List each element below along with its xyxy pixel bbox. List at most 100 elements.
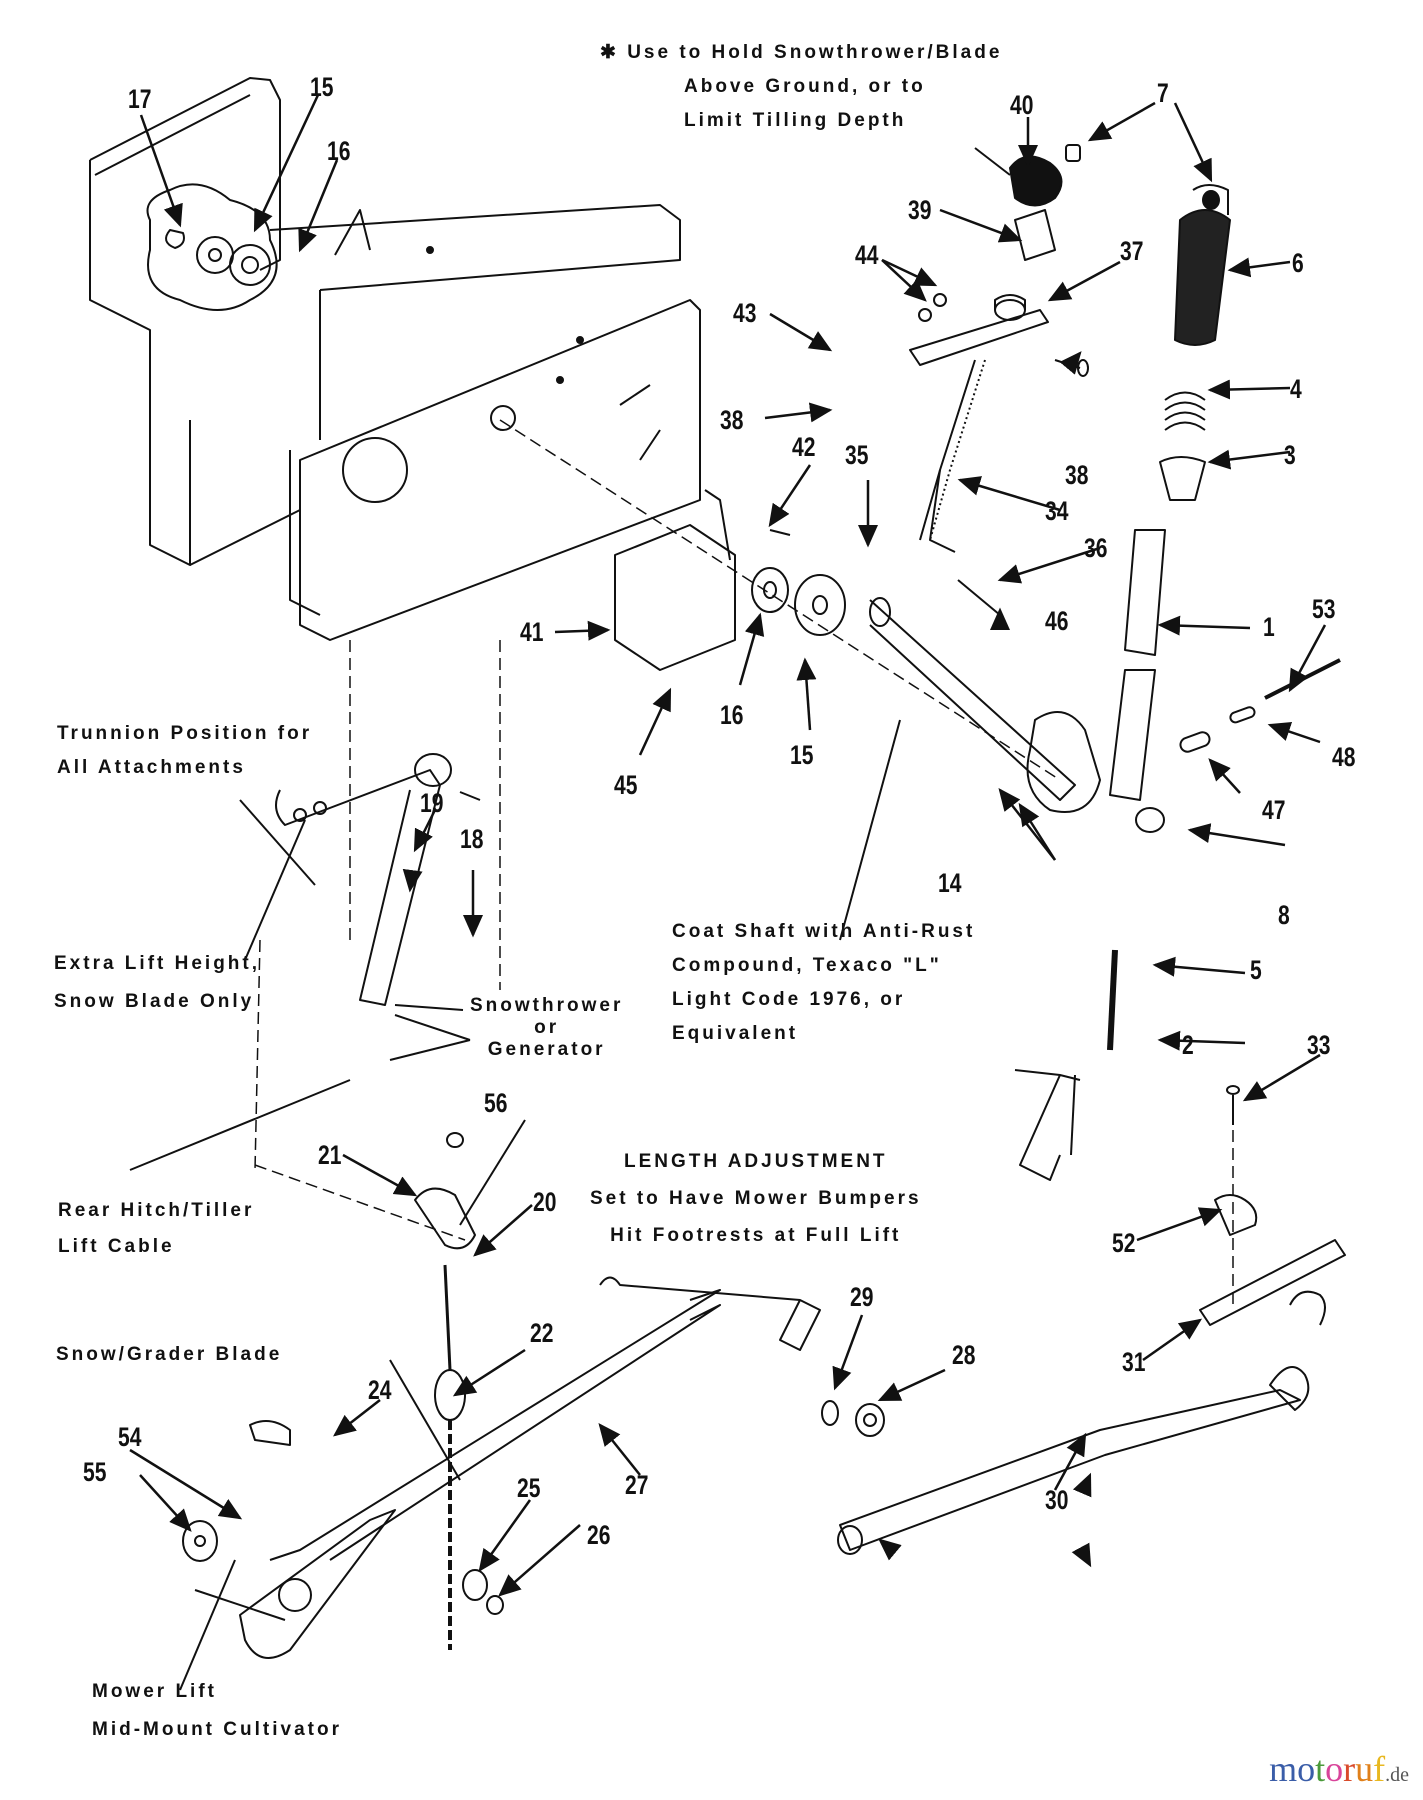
note-line: Lift Cable (58, 1236, 175, 1257)
note-extra-lift: Extra Lift Height, Snow Blade Only (54, 945, 260, 1021)
part-number-47: 47 (1262, 795, 1286, 825)
part-number-34: 34 (1045, 496, 1069, 526)
note-snowthrower-generator: Snowthrower or Generator (470, 995, 623, 1061)
part-number-43: 43 (733, 298, 757, 328)
part-number-56: 56 (484, 1088, 508, 1118)
part-number-55: 55 (83, 1457, 107, 1487)
part-number-46: 46 (1045, 606, 1069, 636)
watermark-letter: t (1315, 1749, 1326, 1789)
watermark-letter: r (1343, 1749, 1356, 1789)
note-line: Equivalent (672, 1023, 799, 1044)
part-number-16: 16 (720, 700, 744, 730)
note-line: LENGTH ADJUSTMENT (624, 1151, 888, 1172)
part-number-31: 31 (1122, 1347, 1146, 1377)
watermark-letter: m (1269, 1749, 1298, 1789)
note-mower-lift: Mower Lift Mid-Mount Cultivator (92, 1673, 342, 1749)
part-number-7: 7 (1157, 78, 1169, 108)
note-line: Snow Blade Only (54, 991, 255, 1012)
part-number-29: 29 (850, 1282, 874, 1312)
part-number-42: 42 (792, 432, 816, 462)
note-line: Snowthrower (470, 995, 624, 1016)
note-line: Trunnion Position for (57, 723, 313, 744)
lift-bar (194, 1276, 821, 1659)
part-number-28: 28 (952, 1340, 976, 1370)
part-number-14: 14 (938, 868, 962, 898)
part-number-38: 38 (1065, 460, 1089, 490)
lift-arm (275, 753, 481, 1006)
part-number-39: 39 (908, 195, 932, 225)
note-line: Above Ground, or to (684, 76, 926, 97)
part-number-6: 6 (1292, 248, 1304, 278)
part-number-54: 54 (118, 1422, 142, 1452)
leader-arrows (129, 94, 1327, 1597)
note-coat-shaft: Coat Shaft with Anti-Rust Compound, Texa… (672, 915, 975, 1051)
tube-clamp-assembly (1199, 1085, 1346, 1326)
part-number-24: 24 (368, 1375, 392, 1405)
part-number-52: 52 (1112, 1228, 1136, 1258)
note-trunnion: Trunnion Position for All Attachments (57, 717, 312, 785)
part-number-35: 35 (845, 440, 869, 470)
note-line: Limit Tilling Depth (684, 110, 907, 131)
note-line: or (534, 1017, 560, 1038)
watermark-letter: f (1373, 1749, 1386, 1789)
part-number-16: 16 (327, 136, 351, 166)
part-number-30: 30 (1045, 1485, 1069, 1515)
note-length-adjustment: LENGTH ADJUSTMENT Set to Have Mower Bump… (590, 1143, 922, 1254)
note-line: Mid-Mount Cultivator (92, 1719, 342, 1740)
pins (1019, 658, 1341, 1181)
lower-hardware (182, 1400, 885, 1615)
part-number-48: 48 (1332, 742, 1356, 772)
watermark-letters: motoruf (1269, 1749, 1385, 1789)
watermark-letter: o (1297, 1749, 1316, 1789)
part-number-8: 8 (1278, 900, 1290, 930)
part-number-2: 2 (1182, 1030, 1194, 1060)
part-number-15: 15 (310, 72, 334, 102)
note-hold-snowthrower: ✱ Use to Hold Snowthrower/Blade Above Gr… (600, 36, 1002, 138)
part-number-5: 5 (1250, 955, 1262, 985)
part-number-1: 1 (1263, 612, 1275, 642)
pivot-bracket (614, 489, 846, 671)
note-leaders (129, 147, 1011, 1691)
part-number-44: 44 (855, 240, 879, 270)
note-line: Mower Lift (92, 1681, 217, 1702)
part-number-15: 15 (790, 740, 814, 770)
part-number-22: 22 (530, 1318, 554, 1348)
note-line: Set to Have Mower Bumpers (590, 1188, 922, 1209)
note-line: All Attachments (57, 757, 246, 778)
part-number-3: 3 (1284, 440, 1296, 470)
note-line: Rear Hitch/Tiller (58, 1200, 255, 1221)
note-line: Compound, Texaco "L" (672, 955, 942, 976)
part-number-20: 20 (533, 1187, 557, 1217)
part-number-33: 33 (1307, 1030, 1331, 1060)
part-number-41: 41 (520, 617, 544, 647)
part-number-40: 40 (1010, 90, 1034, 120)
frame-bracket (89, 77, 701, 641)
note-line: Coat Shaft with Anti-Rust (672, 921, 976, 942)
watermark-suffix: .de (1385, 1764, 1409, 1786)
note-line: Extra Lift Height, (54, 953, 261, 974)
part-number-27: 27 (625, 1470, 649, 1500)
lift-handle-assembly (1109, 184, 1231, 801)
part-number-21: 21 (318, 1140, 342, 1170)
cable-hardware (414, 1132, 476, 1421)
watermark-letter: u (1355, 1749, 1374, 1789)
note-line: ✱ Use to Hold Snowthrower/Blade (600, 42, 1003, 63)
note-rear-hitch: Rear Hitch/Tiller Lift Cable (58, 1193, 254, 1265)
lift-tube (837, 1069, 1310, 1555)
note-line: Hit Footrests at Full Lift (610, 1225, 902, 1246)
part-number-17: 17 (128, 84, 152, 114)
part-number-36: 36 (1084, 533, 1108, 563)
alignment-lines (254, 419, 1234, 1310)
part-number-26: 26 (587, 1520, 611, 1550)
part-number-18: 18 (460, 824, 484, 854)
note-line: Light Code 1976, or (672, 989, 906, 1010)
washer-group-upper (146, 183, 278, 311)
note-line: Generator (487, 1039, 606, 1060)
part-number-53: 53 (1312, 594, 1336, 624)
note-line: Snow/Grader Blade (56, 1344, 283, 1365)
watermark-letter: o (1325, 1749, 1344, 1789)
part-number-4: 4 (1290, 374, 1302, 404)
part-number-37: 37 (1120, 236, 1144, 266)
part-number-45: 45 (614, 770, 638, 800)
